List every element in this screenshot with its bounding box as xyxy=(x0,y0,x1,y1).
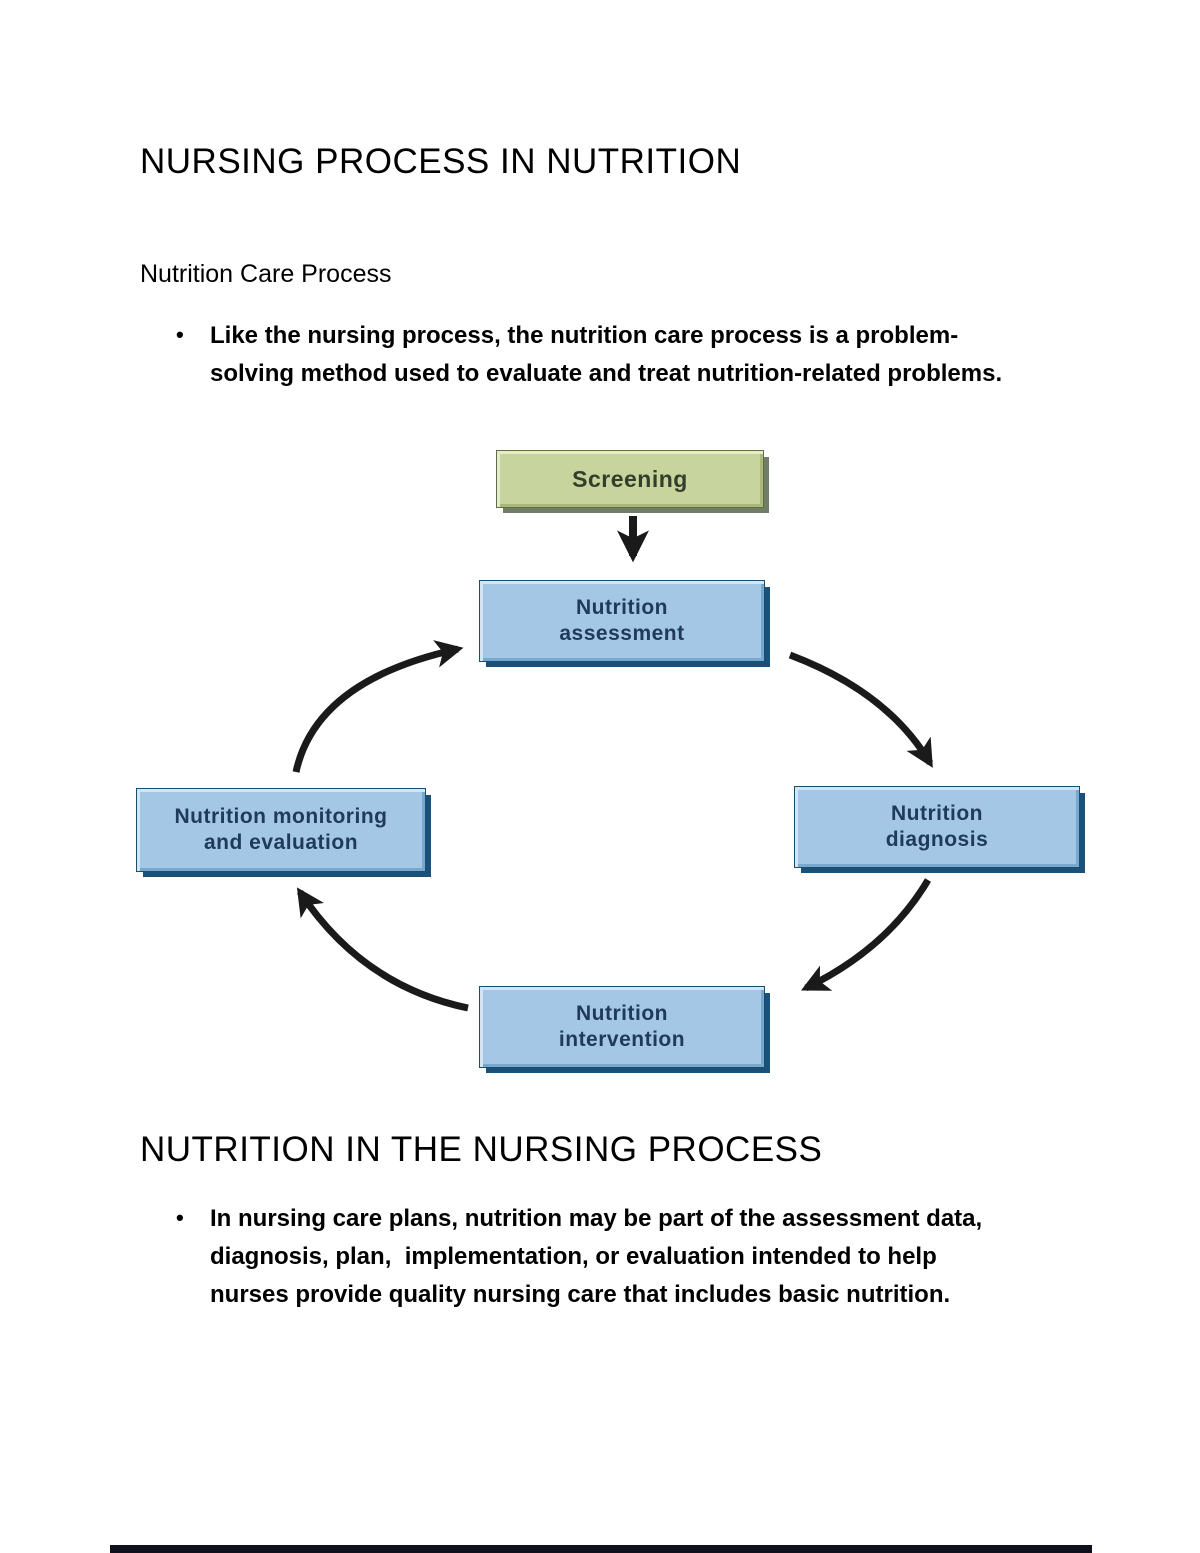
node-nutrition-assessment: Nutrition assessment xyxy=(479,580,765,662)
node-nutrition-intervention: Nutrition intervention xyxy=(479,986,765,1068)
bullet-marker: • xyxy=(176,322,184,347)
node-nutrition-monitoring-evaluation: Nutrition monitoring and evaluation xyxy=(136,788,426,872)
section-heading-nutrition-care-process: Nutrition Care Process xyxy=(140,260,392,288)
page-title: NURSING PROCESS IN NUTRITION xyxy=(140,142,742,181)
bullet-item-nursing-process: In nursing care plans, nutrition may be … xyxy=(210,1205,983,1308)
arrow-assessment-to-diagnosis-icon xyxy=(788,651,934,768)
section-heading-nutrition-in-nursing-process: NUTRITION IN THE NURSING PROCESS xyxy=(140,1130,823,1169)
arrow-monitoring-to-assessment-icon xyxy=(292,640,464,773)
bullet-marker: • xyxy=(176,1205,184,1230)
node-screening: Screening xyxy=(496,450,764,508)
arrow-diagnosis-to-intervention-icon xyxy=(800,878,932,992)
page-bottom-bar xyxy=(110,1545,1092,1553)
node-nutrition-diagnosis: Nutrition diagnosis xyxy=(794,786,1080,868)
arrow-intervention-to-monitoring-icon xyxy=(296,887,469,1012)
bullet-item-care-process: Like the nursing process, the nutrition … xyxy=(210,322,1003,387)
